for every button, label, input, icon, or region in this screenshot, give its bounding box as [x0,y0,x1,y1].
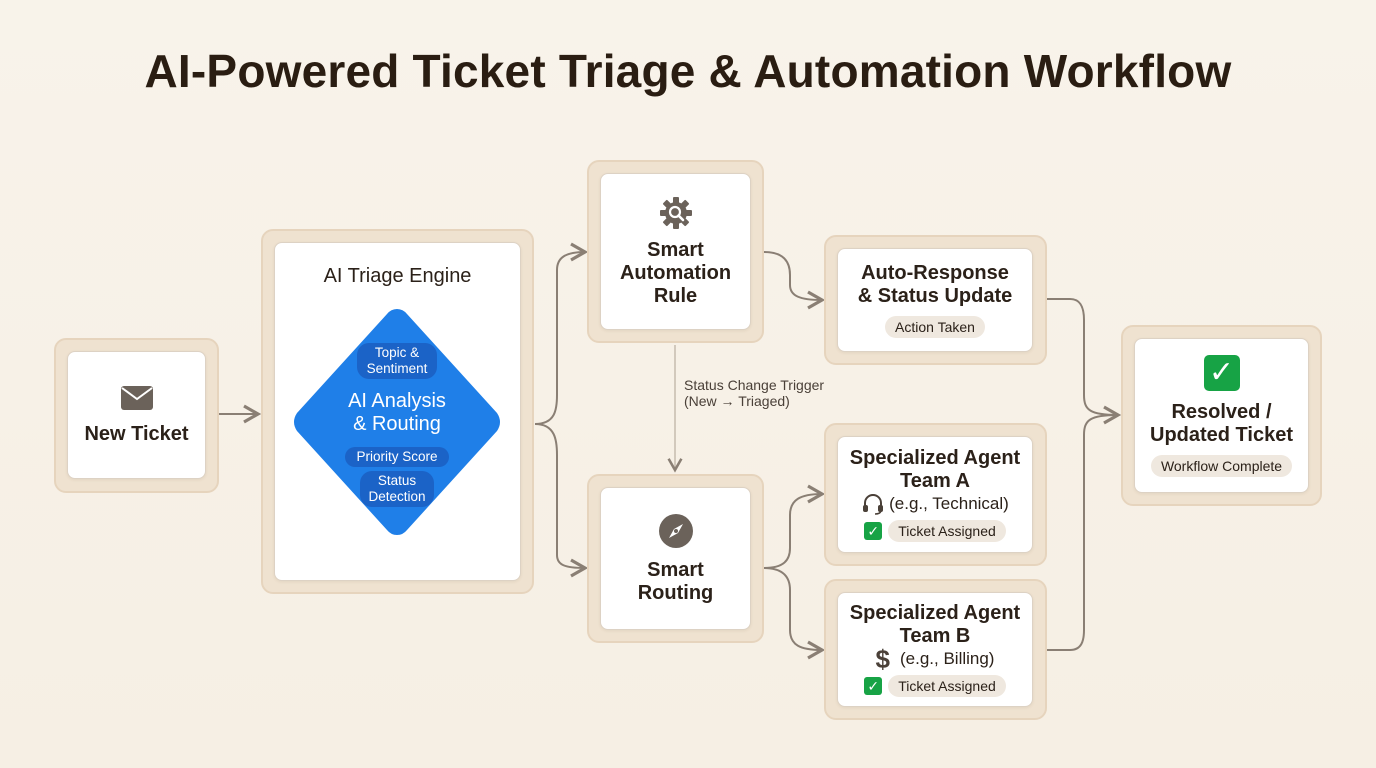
compass-icon [658,513,693,548]
team-a-subtitle: (e.g., Technical) [889,494,1009,513]
gear-search-icon [659,197,692,229]
resolved-label: Resolved / Updated Ticket [1150,400,1293,446]
action-taken-pill: Action Taken [885,316,985,338]
team-a-assigned-pill: Ticket Assigned [888,520,1006,542]
arrow-automation-to-response [763,251,826,310]
team-b-title: Specialized Agent Team B [849,602,1021,647]
check-icon: ✓ [864,677,883,695]
diamond-title: AI Analysis & Routing [348,390,446,435]
workflow-complete-pill: Workflow Complete [1150,454,1293,477]
smart-routing-node[interactable]: Smart Routing [600,487,751,630]
team-a-node[interactable]: Specialized Agent Team A (e.g., Technica… [837,436,1033,553]
team-b-sub-row: $ (e.g., Billing) [875,644,995,674]
team-b-node[interactable]: Specialized Agent Team B $ (e.g., Billin… [837,592,1033,707]
ai-analysis-diamond[interactable]: Topic & Sentiment AI Analysis & Routing … [289,305,505,539]
new-ticket-node[interactable]: New Ticket [67,351,206,479]
diagram-title: AI-Powered Ticket Triage & Automation Wo… [144,45,1232,97]
auto-response-node[interactable]: Auto-Response & Status Update Action Tak… [837,248,1033,352]
arrow-triage-to-automation [534,242,589,425]
team-a-sub-row: (e.g., Technical) [861,492,1009,516]
team-b-subtitle: (e.g., Billing) [899,649,995,668]
team-a-title: Specialized Agent Team A [849,447,1021,492]
dollar-icon: $ [875,644,890,674]
team-b-assigned-pill: Ticket Assigned [888,675,1006,697]
diamond-shape [294,309,500,535]
envelope-icon [120,385,153,410]
arrow-routing-to-team-b [763,567,826,660]
resolved-node[interactable]: ✓ Resolved / Updated Ticket Workflow Com… [1134,338,1309,493]
automation-rule-node[interactable]: Smart Automation Rule [600,173,751,330]
auto-response-label: Auto-Response & Status Update [857,262,1013,307]
arrow-response-to-resolved [1047,298,1122,425]
team-a-status-row: ✓ Ticket Assigned [864,520,1006,542]
status-change-trigger-label: Status Change Trigger (New → Triaged) [684,377,825,409]
topic-sentiment-pill: Topic & Sentiment [357,343,437,379]
priority-score-pill: Priority Score [345,447,449,467]
arrow-triage-to-routing [534,423,589,578]
arrow-routing-to-team-a [763,484,826,569]
check-icon: ✓ [864,522,883,540]
check-icon: ✓ [1203,354,1240,391]
team-b-status-row: ✓ Ticket Assigned [864,675,1006,697]
smart-routing-label: Smart Routing [637,558,714,604]
automation-rule-label: Smart Automation Rule [619,239,732,307]
arrow-teamb-to-resolved [1047,414,1119,651]
new-ticket-label: New Ticket [84,422,189,445]
triage-engine-header: AI Triage Engine [323,265,472,287]
status-detection-pill: Status Detection [360,471,434,507]
headset-icon [863,494,884,515]
